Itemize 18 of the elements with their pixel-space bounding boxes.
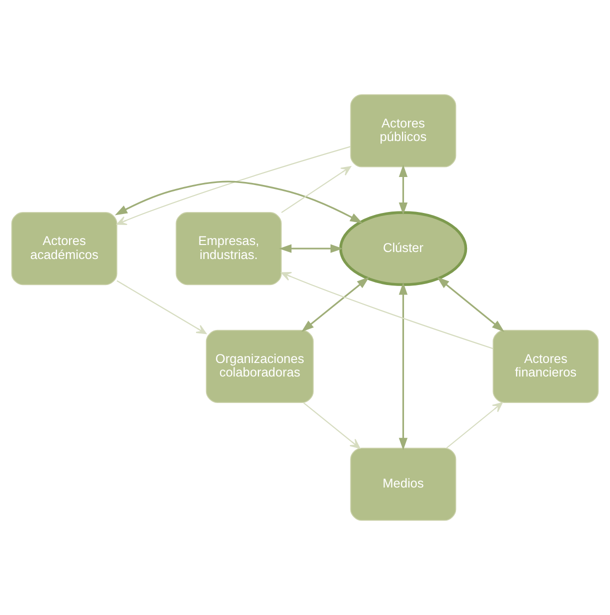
arrow [116,146,351,226]
arrow [436,276,504,332]
arrow [281,166,352,214]
arrow [398,164,408,215]
arrow [446,402,503,449]
arrow [301,276,370,332]
node-box: Organizaciones colaboradoras [206,330,314,403]
arrow [279,244,343,253]
node-box: Actores financieros [492,330,599,403]
node-box: Actores académicos [11,212,118,286]
arrow [116,280,207,334]
arrow [303,402,360,449]
arrow [114,180,363,224]
node-box: Medios [350,448,456,521]
arrow [398,282,408,450]
arrow [281,272,494,350]
node-box: Actores públicos [350,94,456,168]
node-box: Empresas, industrias. [176,212,282,286]
